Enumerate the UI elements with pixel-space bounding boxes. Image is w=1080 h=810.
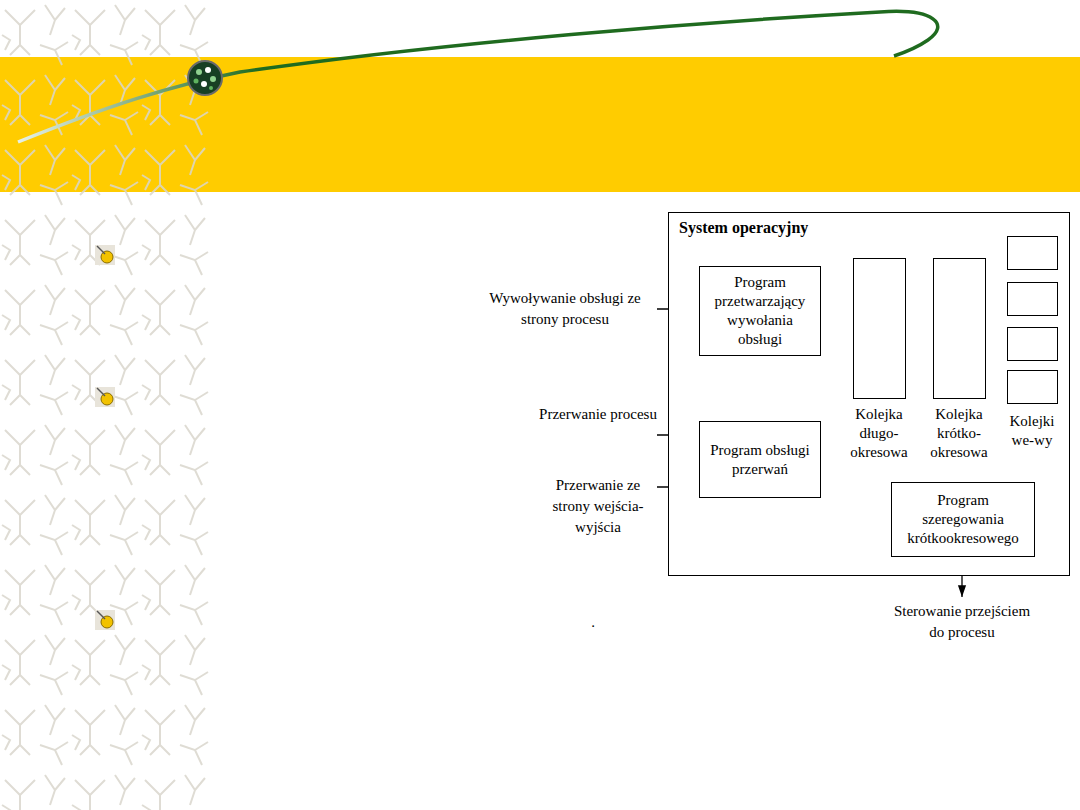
bullet-icon (95, 245, 115, 265)
os-frame: System operacyjnyProgram przetwarzający … (668, 212, 1070, 576)
io-queue-rect (1007, 327, 1058, 361)
queue-column: Kolejka krótko- okresowa (919, 258, 999, 462)
process-box: Program obsługi przerwań (699, 421, 821, 498)
swoosh (18, 11, 938, 142)
node-text: Program szeregowania krótkookresowego (898, 491, 1028, 548)
io-queue-rect (1007, 370, 1058, 404)
queue-rect (853, 258, 906, 399)
io-queues: Kolejki we-wy (997, 236, 1067, 462)
node-text: Kolejka długo- okresowa (839, 405, 919, 462)
queue-column: Kolejka długo- okresowa (839, 258, 919, 462)
bullet-icon (95, 387, 115, 407)
bullet-icon (95, 610, 115, 630)
node-text: Program przetwarzający wywołania obsługi (706, 273, 814, 349)
process-box: Program przetwarzający wywołania obsługi (699, 266, 821, 356)
process-box: Program szeregowania krótkookresowego (891, 482, 1035, 557)
node-text: Kolejki we-wy (997, 412, 1067, 450)
queue-rect (933, 258, 986, 399)
node-text: Kolejka krótko- okresowa (919, 405, 999, 462)
node-text: System operacyjny (679, 218, 808, 237)
io-queue-rect (1007, 236, 1058, 270)
free-label: . (588, 612, 598, 633)
swoosh-ball (188, 61, 222, 95)
node-text: Program obsługi przerwań (706, 441, 814, 479)
free-label: Przerwanie procesu (538, 404, 658, 425)
side-strip (0, 0, 210, 810)
free-label: Sterowanie przejściem do procesu (887, 601, 1037, 643)
free-label: Przerwanie ze strony wejścia-wyjścia (538, 475, 658, 538)
free-label: Wywoływanie obsługi ze strony procesu (475, 288, 655, 330)
io-queue-rect (1007, 282, 1058, 316)
side-texture (0, 0, 210, 810)
